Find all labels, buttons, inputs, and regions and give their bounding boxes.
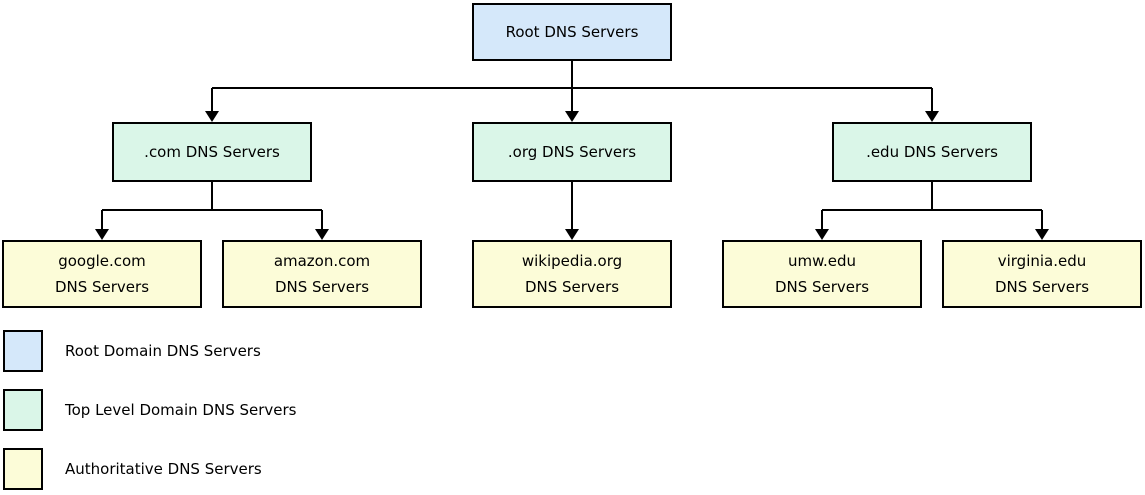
node-wikipedia-org-dns-servers: wikipedia.org DNS Servers <box>472 240 672 308</box>
legend-item-root-domain: Root Domain DNS Servers <box>3 330 261 372</box>
node-label: virginia.edu DNS Servers <box>994 252 1090 296</box>
arrowhead <box>315 229 329 240</box>
node-label: umw.edu DNS Servers <box>774 252 870 296</box>
connector-org-to-child <box>565 182 579 240</box>
connector-edu-to-children <box>815 182 1049 240</box>
node-edu-dns-servers: .edu DNS Servers <box>832 122 1032 182</box>
legend-item-top-level-domain: Top Level Domain DNS Servers <box>3 389 296 431</box>
legend-swatch-authoritative <box>3 448 43 490</box>
connector-root-to-tld <box>205 61 939 122</box>
legend-label: Top Level Domain DNS Servers <box>65 401 297 419</box>
node-label: .com DNS Servers <box>144 143 280 161</box>
node-org-dns-servers: .org DNS Servers <box>472 122 672 182</box>
legend-label: Authoritative DNS Servers <box>65 460 262 478</box>
node-label: .edu DNS Servers <box>866 143 998 161</box>
connector-com-to-children <box>95 182 329 240</box>
node-root-dns-servers: Root DNS Servers <box>472 3 672 61</box>
arrowhead <box>205 111 219 122</box>
legend-swatch-top-level-domain <box>3 389 43 431</box>
node-label: Root DNS Servers <box>505 23 639 41</box>
node-google-com-dns-servers: google.com DNS Servers <box>2 240 202 308</box>
arrowhead <box>565 229 579 240</box>
node-umw-edu-dns-servers: umw.edu DNS Servers <box>722 240 922 308</box>
legend-swatch-root-domain <box>3 330 43 372</box>
node-label: amazon.com DNS Servers <box>273 252 371 296</box>
arrowhead <box>815 229 829 240</box>
node-com-dns-servers: .com DNS Servers <box>112 122 312 182</box>
legend-item-authoritative: Authoritative DNS Servers <box>3 448 262 490</box>
node-amazon-com-dns-servers: amazon.com DNS Servers <box>222 240 422 308</box>
node-label: .org DNS Servers <box>507 143 637 161</box>
arrowhead <box>925 111 939 122</box>
arrowhead <box>565 111 579 122</box>
node-label: google.com DNS Servers <box>54 252 150 296</box>
arrowhead <box>1035 229 1049 240</box>
arrowhead <box>95 229 109 240</box>
node-virginia-edu-dns-servers: virginia.edu DNS Servers <box>942 240 1142 308</box>
node-label: wikipedia.org DNS Servers <box>521 252 623 296</box>
legend-label: Root Domain DNS Servers <box>65 342 261 360</box>
